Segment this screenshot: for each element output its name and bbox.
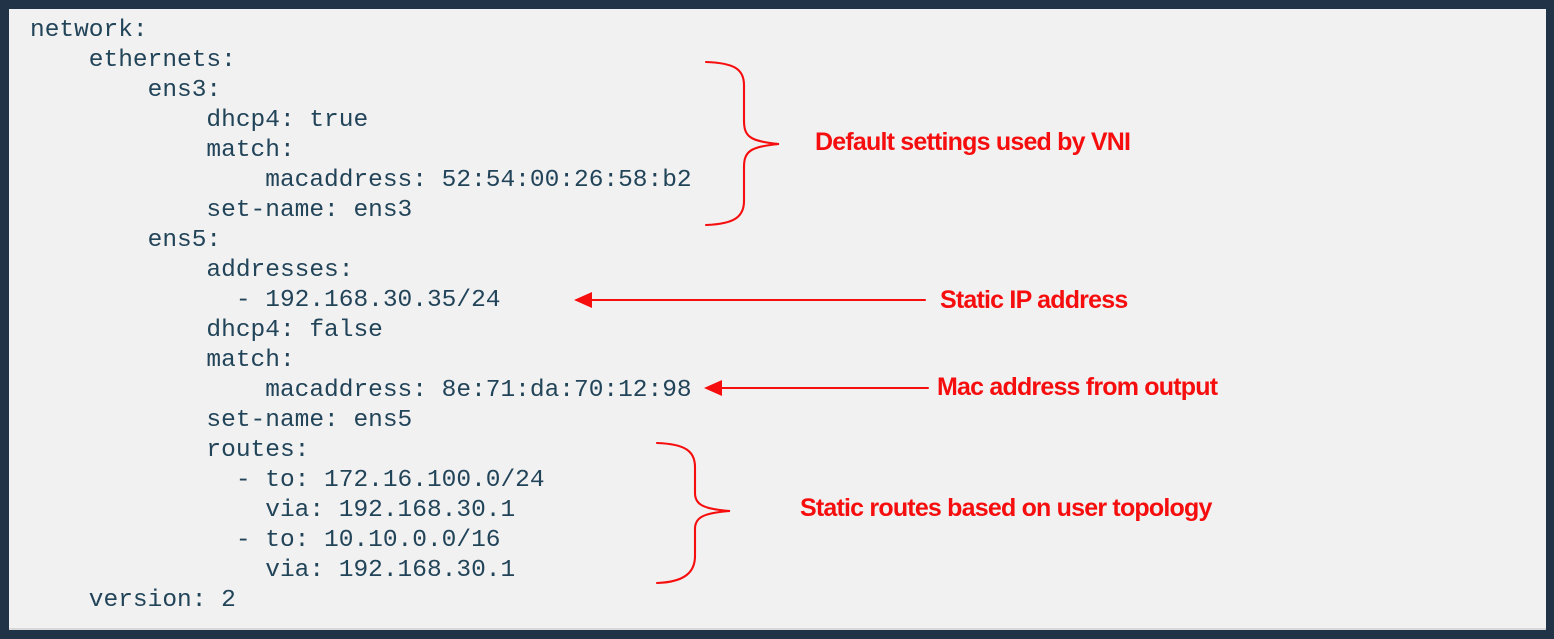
annotation-static-ip-label: Static IP address (940, 286, 1128, 314)
annotation-static-routes-label: Static routes based on user topology (800, 494, 1212, 522)
yaml-code-block: network: ethernets: ens3: dhcp4: true ma… (30, 17, 692, 614)
annotation-mac-address-label: Mac address from output (937, 373, 1218, 401)
annotation-default-settings-label: Default settings used by VNI (815, 128, 1131, 156)
